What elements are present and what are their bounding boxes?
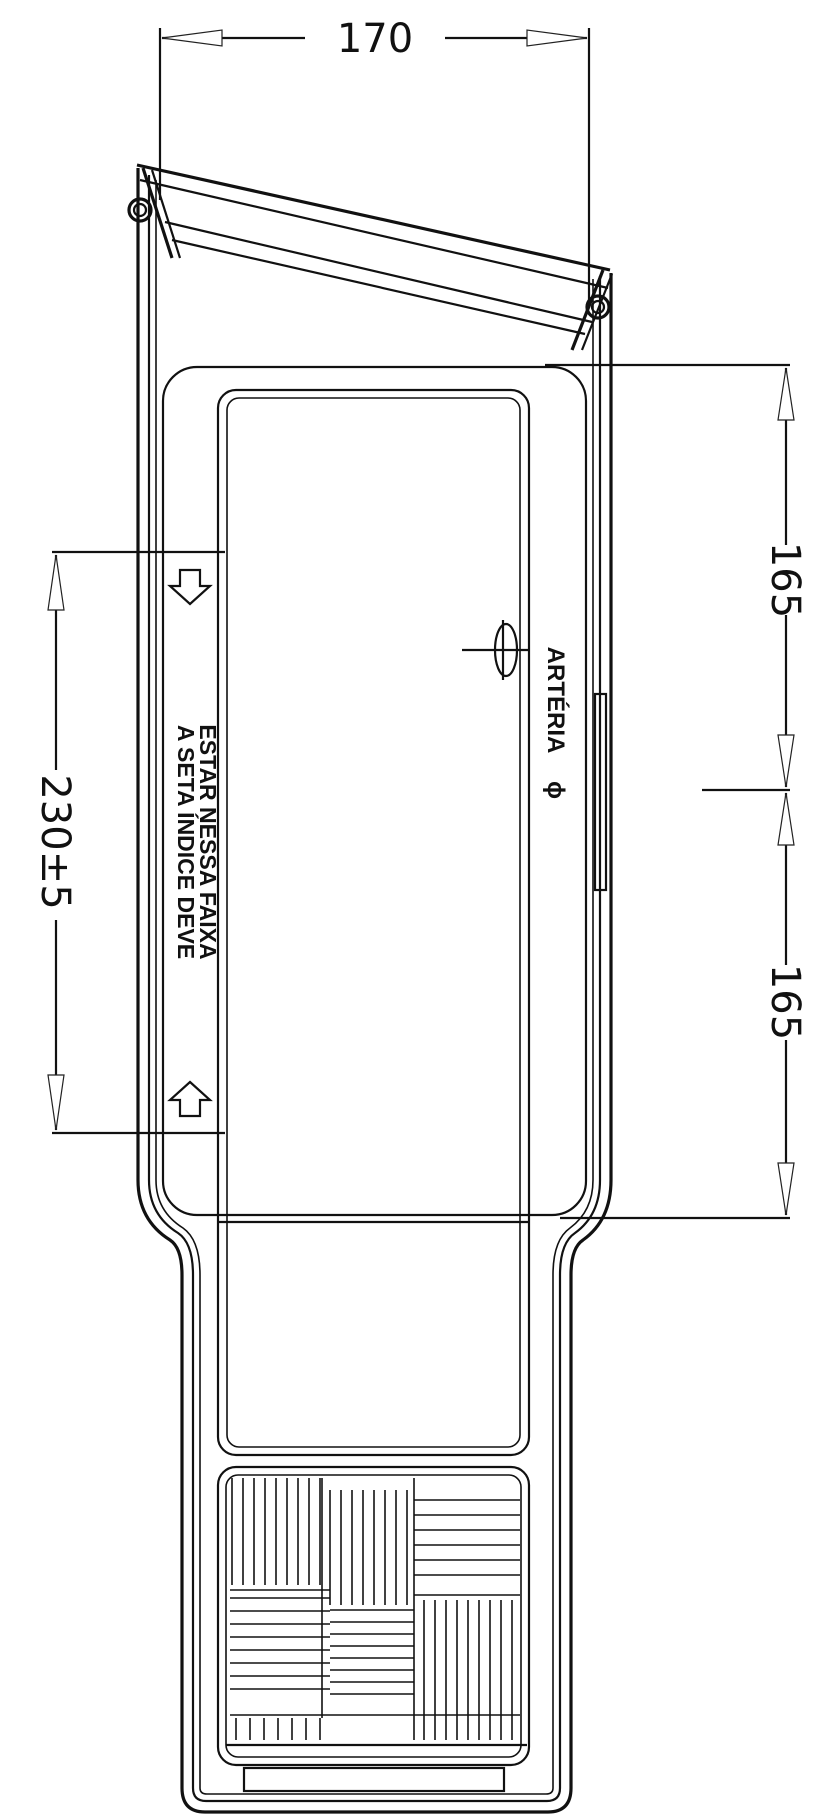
velcro-area — [216, 1465, 531, 1767]
cuff-outer-outline — [136, 168, 613, 1814]
note-text-line1: A SETA ÍNDICE DEVE — [173, 725, 200, 959]
artery-crosshair-icon — [462, 620, 530, 680]
dimension-right: 165 165 — [545, 363, 808, 1220]
dimension-left: 230±5 — [32, 550, 225, 1135]
note-text-line2: ESTAR NESSA FAIXA — [195, 724, 221, 959]
arrowhead-right — [526, 29, 588, 47]
bottom-label-strip — [226, 1743, 527, 1793]
dimension-label-upper: 165 — [762, 542, 808, 618]
cuff-bladder-panel — [161, 365, 588, 1457]
cuff-top-end — [127, 163, 614, 351]
index-arrow-down-icon — [167, 568, 213, 606]
index-arrow-up-icon — [167, 1080, 213, 1118]
hinge-hole-right — [585, 294, 611, 320]
dimension-width-top: 170 — [158, 16, 591, 300]
hinge-hole-left — [127, 197, 153, 223]
artery-label: ARTÉRIA — [542, 647, 570, 754]
side-edge-bar — [593, 692, 608, 892]
dimension-label-lower: 165 — [762, 964, 808, 1040]
artery-symbol: ϕ — [542, 781, 569, 799]
dimension-label-band: 230±5 — [32, 774, 78, 909]
dimension-label-width: 170 — [337, 16, 413, 62]
arrowhead-left — [161, 29, 223, 47]
